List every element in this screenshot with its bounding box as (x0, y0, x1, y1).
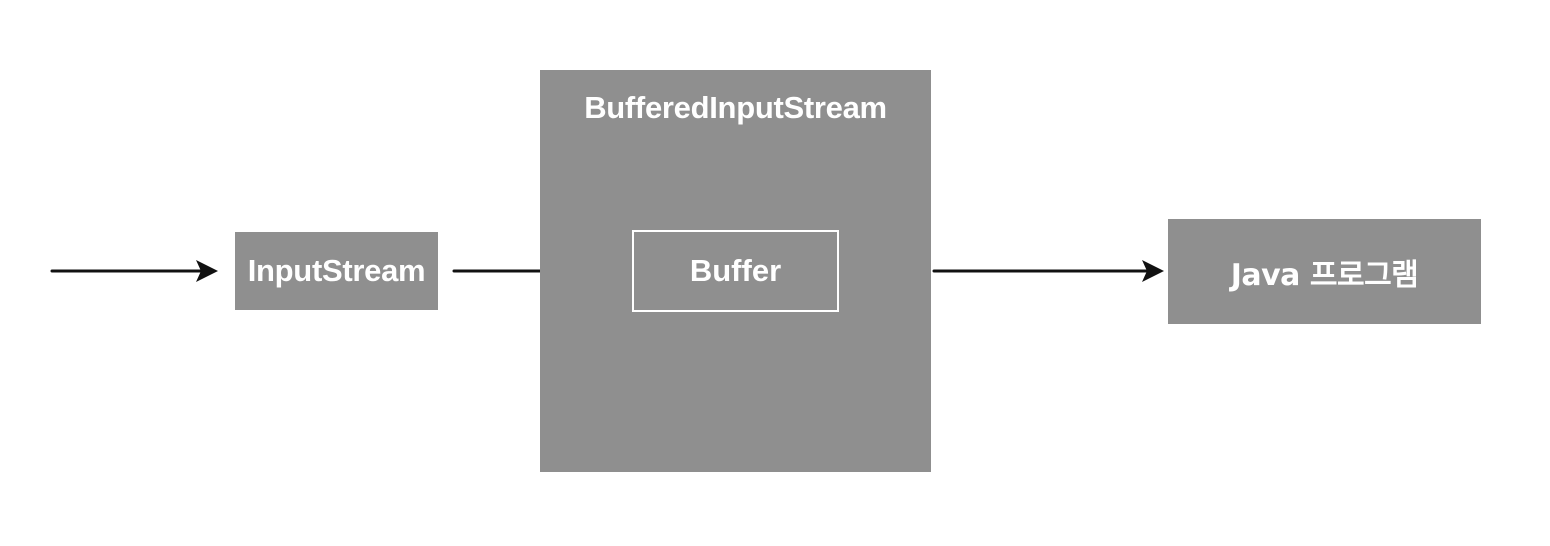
arrowhead-java (1142, 260, 1164, 282)
java-program-label: Java 프로그램 (1230, 257, 1419, 293)
inputstream-node: InputStream (235, 232, 438, 310)
buffer-node: Buffer (632, 230, 839, 312)
java-program-node: Java 프로그램 (1168, 219, 1481, 324)
arrowhead-inputstream (196, 260, 218, 282)
inputstream-label: InputStream (247, 253, 426, 288)
bufferedinputstream-label: BufferedInputStream (584, 90, 887, 125)
buffer-label: Buffer (689, 253, 782, 288)
bufferedinputstream-node: BufferedInputStream Buffer (540, 70, 931, 472)
